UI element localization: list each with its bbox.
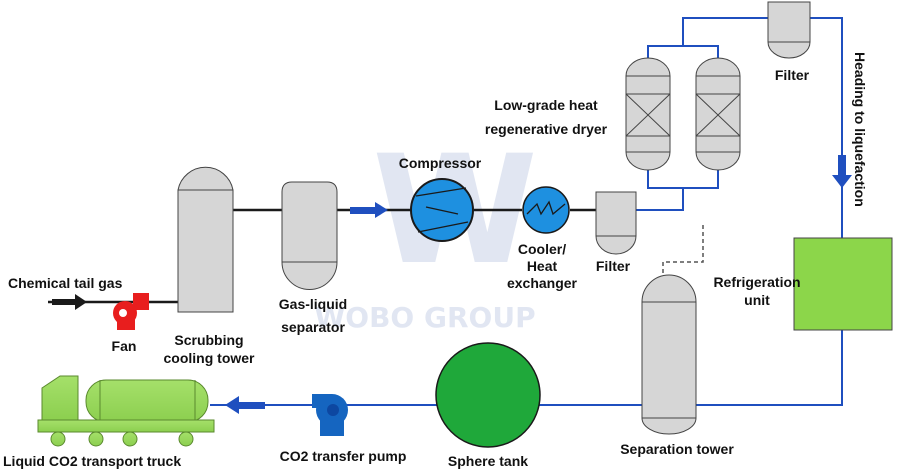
fan-icon	[113, 293, 149, 330]
label-sphere-tank: Sphere tank	[448, 453, 528, 469]
label-cooler-2: Heat	[527, 258, 558, 274]
gas-liquid-separator	[281, 181, 338, 290]
label-cooler-3: exchanger	[507, 275, 578, 291]
pipe-dryer-filter-top	[682, 17, 768, 46]
labels: Chemical tail gas Fan Scrubbing cooling …	[3, 52, 868, 469]
watermark-text: WOBO GROUP	[314, 301, 535, 334]
label-truck: Liquid CO2 transport truck	[3, 453, 181, 469]
heat-exchanger-icon	[522, 186, 570, 234]
flow-arrow-icon	[225, 396, 265, 414]
label-compressor: Compressor	[399, 155, 482, 171]
label-dryer-1: Low-grade heat	[494, 97, 598, 113]
truck-icon	[37, 375, 215, 447]
flow-arrow-icon	[832, 155, 852, 188]
label-separator-2: separator	[281, 319, 345, 335]
scrubbing-cooling-tower	[177, 166, 234, 313]
filter-low	[595, 191, 637, 255]
flow-arrows	[52, 155, 852, 414]
label-scrubbing-2: cooling tower	[164, 350, 256, 366]
label-chemical-tail-gas: Chemical tail gas	[8, 275, 123, 291]
label-pump: CO2 transfer pump	[280, 448, 407, 464]
label-separation-tower: Separation tower	[620, 441, 734, 457]
pipe-dryer-manifold-top	[647, 45, 719, 58]
refrigeration-unit	[793, 237, 893, 331]
label-fan: Fan	[112, 338, 137, 354]
dashed-link	[662, 225, 704, 278]
separation-tower	[641, 274, 697, 435]
regenerative-dryer-left	[625, 57, 671, 171]
sphere-tank	[435, 342, 541, 448]
label-separator-1: Gas-liquid	[279, 296, 347, 312]
label-refrigeration-1: Refrigeration	[713, 274, 800, 290]
flow-arrow-icon	[350, 202, 388, 218]
label-scrubbing-1: Scrubbing	[174, 332, 243, 348]
regenerative-dryer-right	[695, 57, 741, 171]
pipe-return-line	[210, 330, 843, 406]
filter-top	[767, 1, 811, 59]
pipe-to-liquefaction	[810, 17, 843, 238]
pipe-dryer-manifold-bottom	[683, 170, 719, 189]
pipes	[48, 17, 843, 406]
label-refrigeration-2: unit	[744, 292, 770, 308]
label-dryer-2: regenerative dryer	[485, 121, 608, 137]
flow-arrow-icon	[52, 294, 87, 310]
pipe-filter-dryer	[636, 170, 684, 211]
pump-icon	[312, 394, 348, 436]
label-heading: Heading to liquefaction	[852, 52, 868, 207]
label-filter-low: Filter	[596, 258, 631, 274]
label-cooler-1: Cooler/	[518, 241, 566, 257]
compressor-icon	[410, 178, 474, 242]
label-filter-top: Filter	[775, 67, 810, 83]
